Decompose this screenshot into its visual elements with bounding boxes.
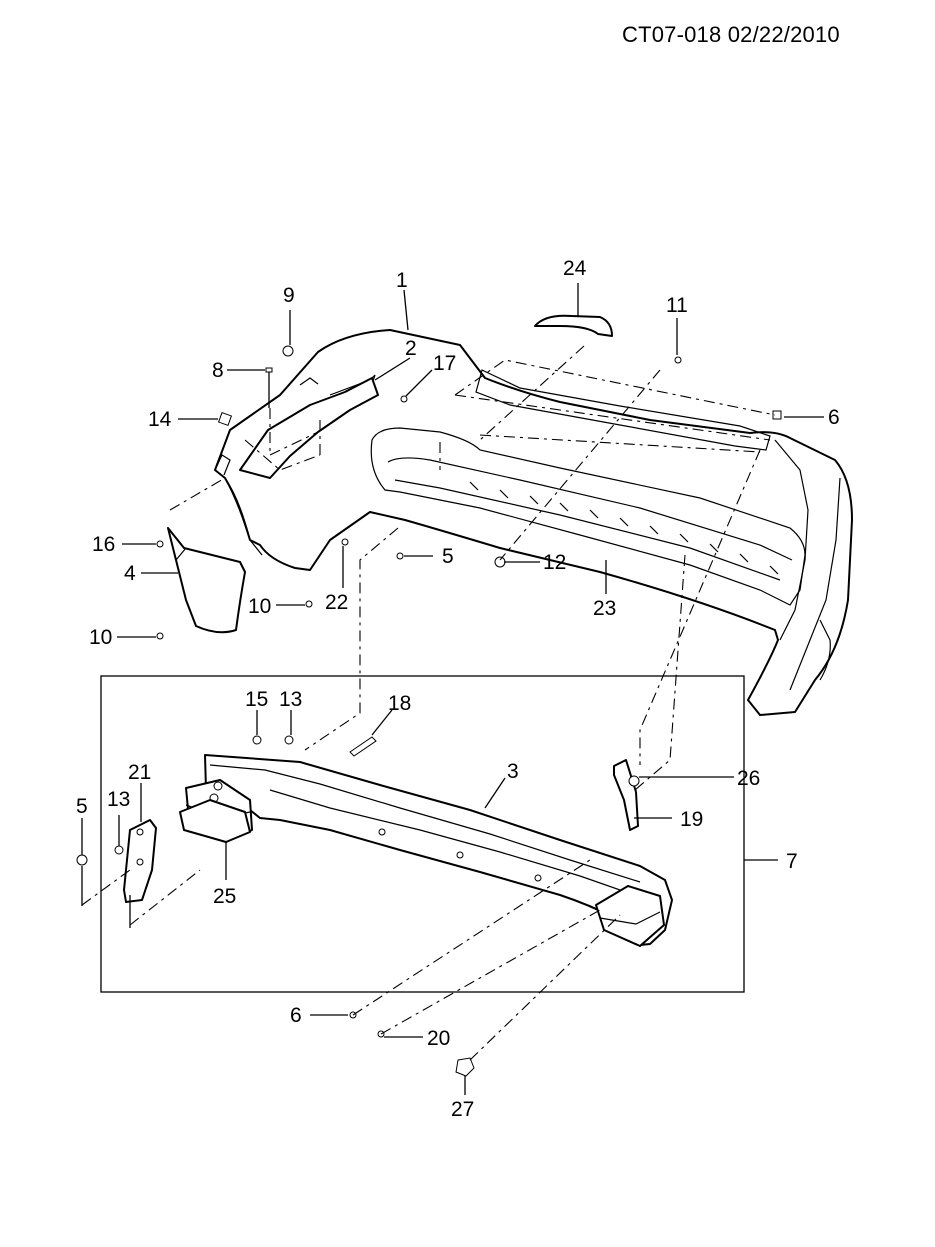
callout-16: 16 xyxy=(92,533,115,556)
callout-18: 18 xyxy=(388,692,411,715)
bracket-part-19 xyxy=(613,759,639,831)
assembly-dashed-lines xyxy=(81,345,776,1061)
callout-20: 20 xyxy=(427,1027,450,1050)
callout-9: 9 xyxy=(283,284,295,307)
bracket-part-21 xyxy=(123,819,157,903)
callout-7: 7 xyxy=(786,850,798,873)
callout-15: 15 xyxy=(245,688,268,711)
callout-6-lower: 6 xyxy=(290,1004,302,1027)
callout-19: 19 xyxy=(680,808,703,831)
callout-24: 24 xyxy=(563,257,587,280)
callout-5-lower: 5 xyxy=(76,795,88,818)
callout-1: 1 xyxy=(396,269,408,292)
document-code-date: CT07-018 02/22/2010 xyxy=(622,22,840,47)
callout-13-upper: 13 xyxy=(279,688,302,711)
callout-23: 23 xyxy=(593,597,616,620)
callout-21: 21 xyxy=(128,761,151,784)
callout-10-left: 10 xyxy=(89,626,112,649)
callout-26: 26 xyxy=(737,767,760,790)
callout-numbers: 1 2 3 4 5 5 6 6 7 8 9 10 10 11 12 13 13 … xyxy=(76,257,840,1121)
callout-14: 14 xyxy=(148,408,172,431)
callout-10-right: 10 xyxy=(248,595,271,618)
callout-27: 27 xyxy=(451,1098,474,1121)
reinforcement-beam-part-3 xyxy=(185,754,673,947)
callout-leader-lines xyxy=(81,283,824,1095)
callout-6-upper: 6 xyxy=(828,406,840,429)
callout-22: 22 xyxy=(325,591,348,614)
bracket-part-25 xyxy=(179,799,251,843)
callout-8: 8 xyxy=(212,359,224,382)
callout-11: 11 xyxy=(666,294,688,317)
callout-25: 25 xyxy=(213,885,236,908)
callout-4: 4 xyxy=(124,562,136,585)
mud-flap-part-4 xyxy=(167,527,246,634)
callout-12: 12 xyxy=(543,551,566,574)
hardware-fasteners xyxy=(76,345,782,1077)
callout-3: 3 xyxy=(507,760,519,783)
callout-17: 17 xyxy=(433,352,456,375)
callout-2: 2 xyxy=(405,337,417,360)
trim-strip-part-24 xyxy=(534,314,613,337)
callout-13-lower: 13 xyxy=(107,788,130,811)
bumper-fascia-part-1 xyxy=(214,329,853,716)
callout-5-upper: 5 xyxy=(442,545,454,568)
subassembly-box-part-7 xyxy=(100,675,745,993)
